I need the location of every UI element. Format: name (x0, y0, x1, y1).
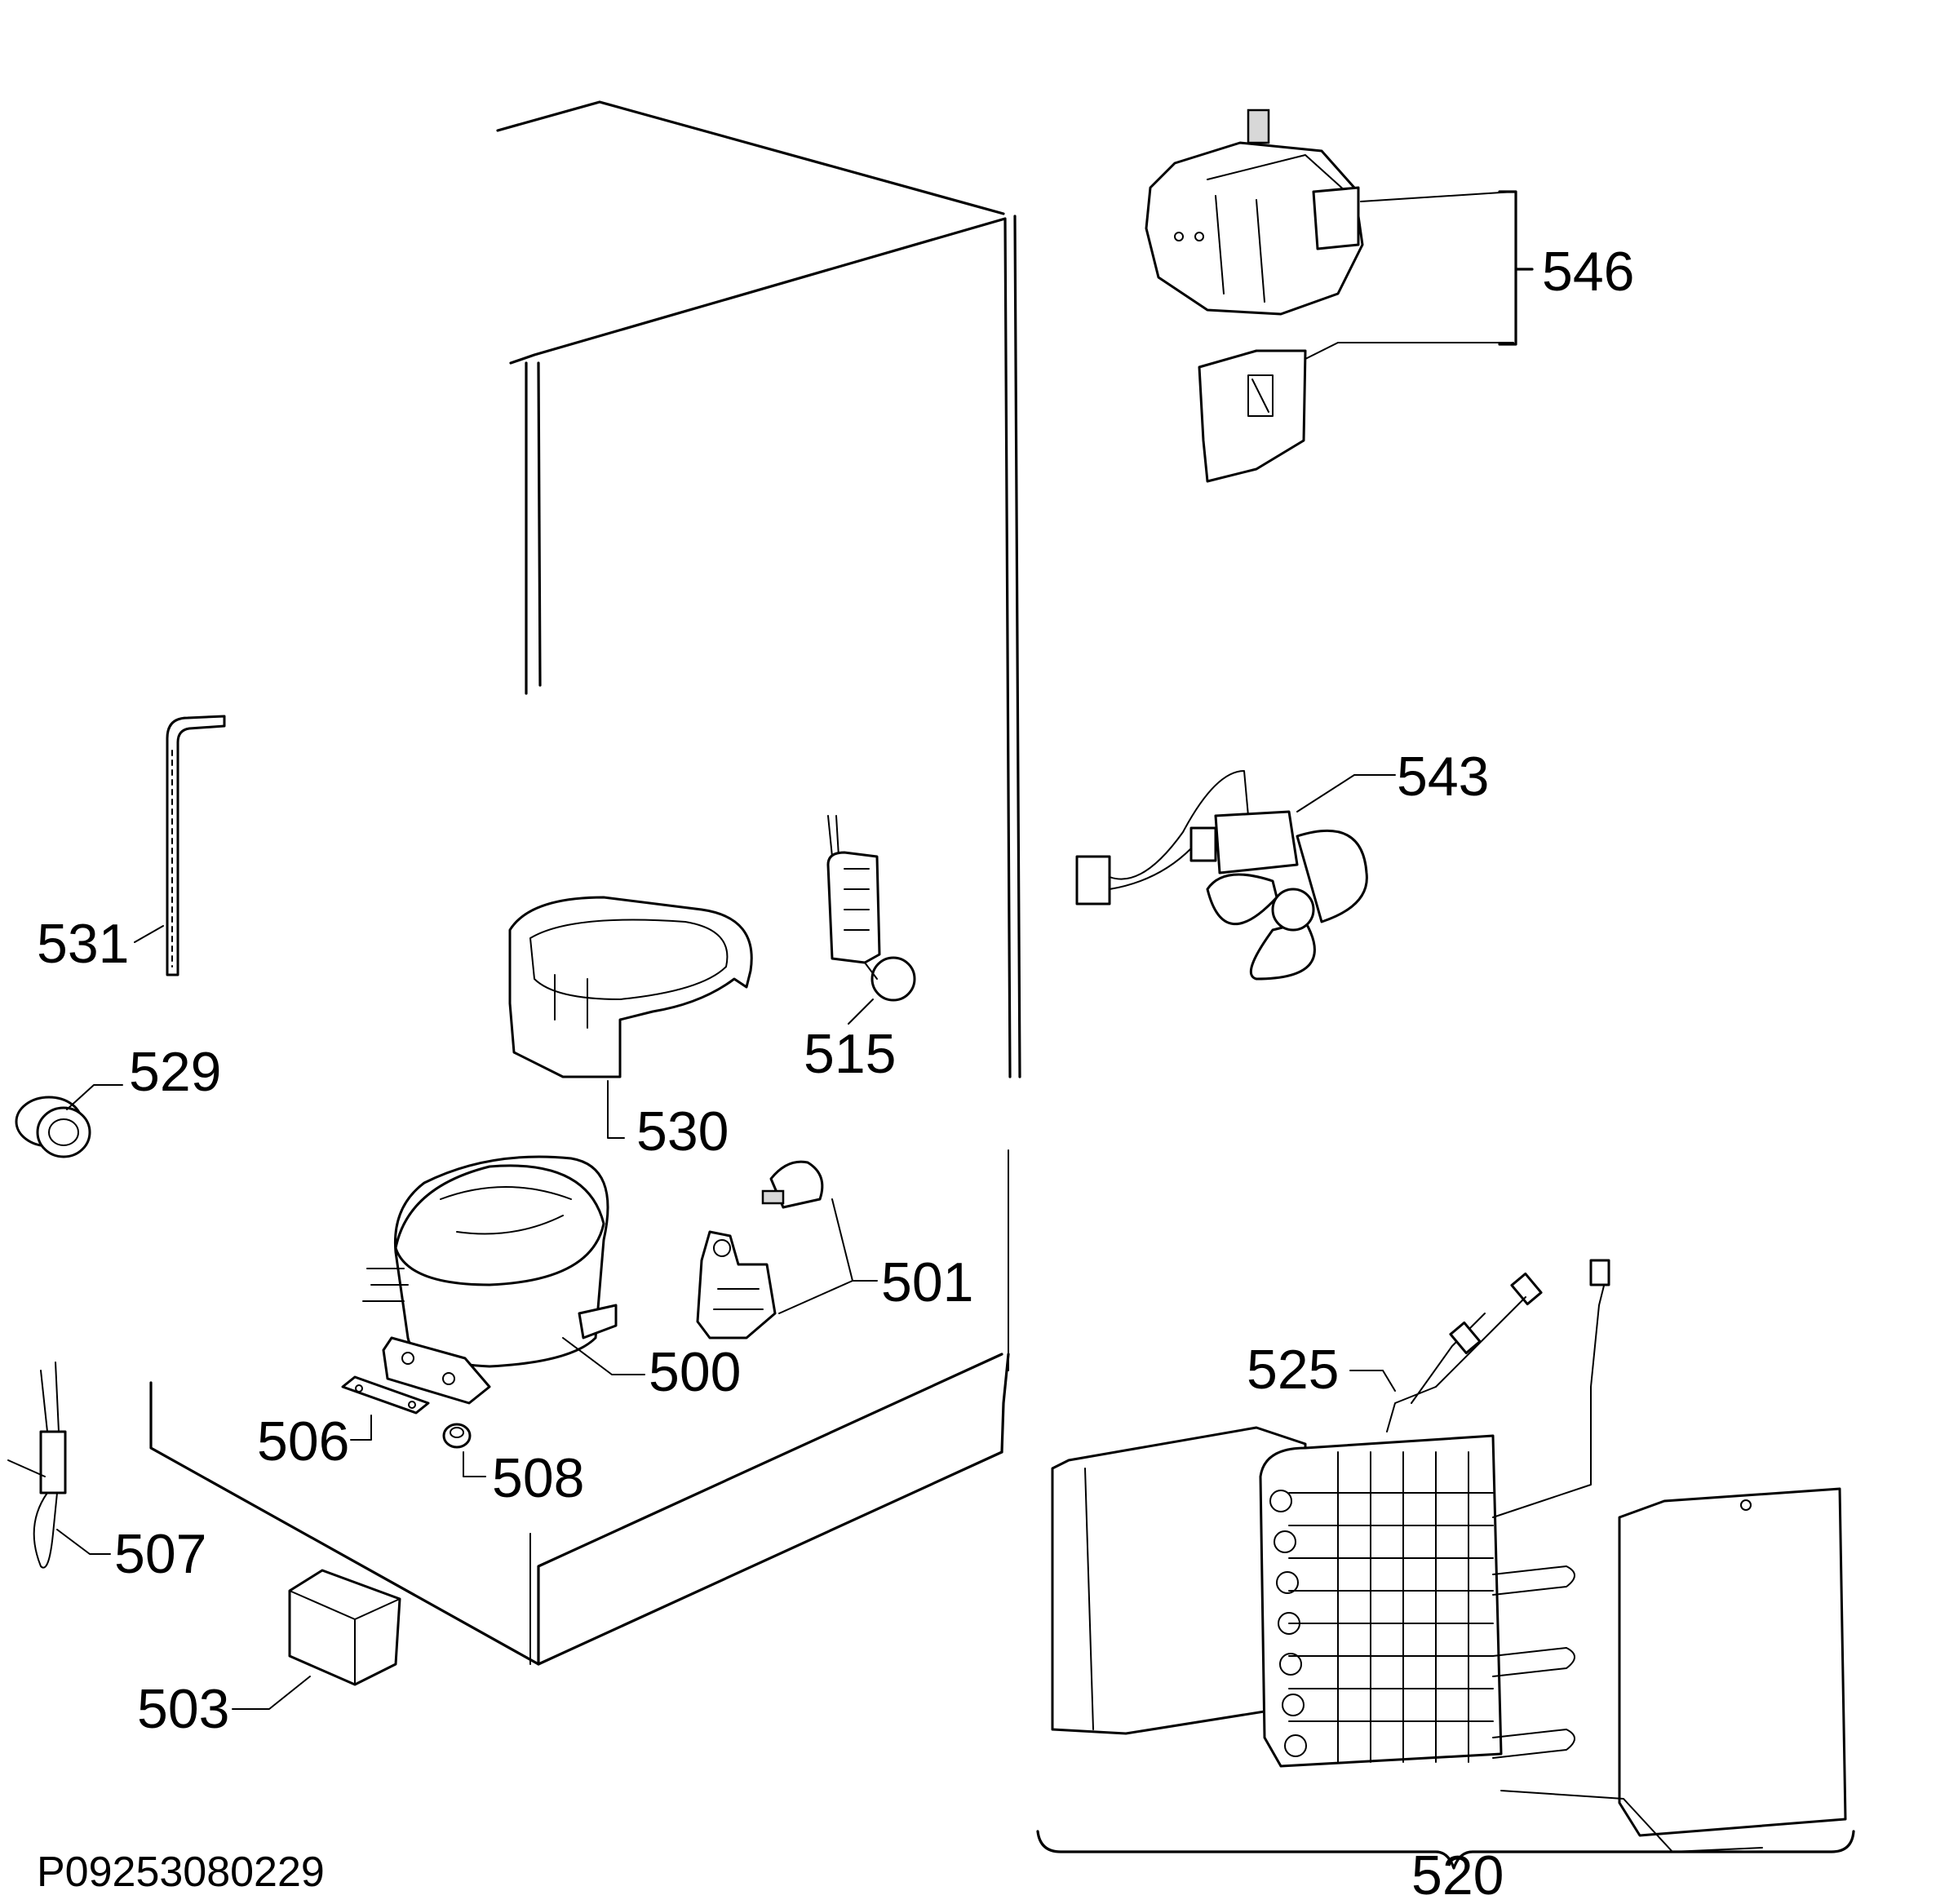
cabinet-outline (149, 100, 1021, 1666)
leader-543 (1296, 774, 1396, 813)
callout-530: 530 (636, 1100, 729, 1162)
callout-500: 500 (649, 1341, 741, 1403)
capacitor-box-icon (288, 1569, 401, 1686)
callout-529: 529 (129, 1041, 221, 1103)
callout-515: 515 (804, 1023, 896, 1085)
defrost-heater-icon (826, 815, 916, 1002)
drawing-code: P09253080229 (37, 1849, 325, 1896)
callout-543: 543 (1397, 746, 1489, 808)
leader-500 (562, 1337, 645, 1375)
evaporator-icon (1051, 1259, 1847, 1853)
damper-assembly-icon (1145, 108, 1364, 483)
leader-503 (232, 1676, 311, 1710)
bracket-plate-icon (341, 1375, 430, 1415)
callout-506: 506 (257, 1410, 349, 1472)
leader-507 (56, 1529, 111, 1555)
drain-plug-icon (15, 1096, 91, 1158)
bracket-520 (1036, 1830, 1855, 1870)
leader-508 (463, 1451, 486, 1477)
leader-515 (848, 998, 874, 1025)
leader-546 (1305, 191, 1514, 360)
bracket-546 (1498, 190, 1534, 346)
heater-wire-icon (7, 1362, 67, 1569)
leader-525 (1349, 1370, 1396, 1392)
fan-motor-icon (1075, 770, 1368, 981)
callout-501: 501 (881, 1251, 973, 1313)
callout-508: 508 (492, 1447, 584, 1509)
drain-hose-icon (166, 715, 226, 976)
leader-531 (134, 925, 164, 943)
callout-507: 507 (114, 1523, 206, 1585)
leader-506 (350, 1415, 372, 1441)
callout-503: 503 (137, 1678, 229, 1740)
relay-icon (696, 1160, 824, 1339)
leader-529 (66, 1084, 123, 1110)
callout-531: 531 (37, 913, 129, 975)
callout-520: 520 (1411, 1844, 1504, 1904)
callout-546: 546 (1542, 241, 1634, 303)
grommet-icon (442, 1423, 472, 1449)
callout-525: 525 (1247, 1339, 1339, 1401)
leader-530 (607, 1080, 625, 1139)
compressor-icon (362, 1155, 618, 1405)
drip-tray-icon (508, 896, 753, 1078)
leader-501 (778, 1198, 878, 1314)
